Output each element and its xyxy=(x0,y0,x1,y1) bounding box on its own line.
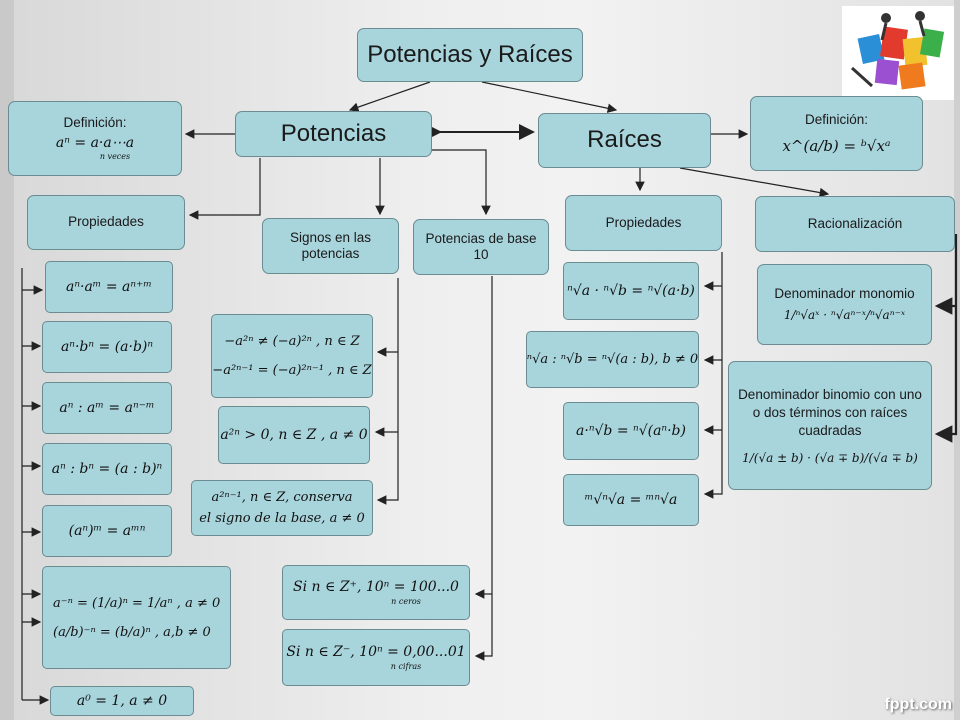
signos-formula-3b: el signo de la base, a ≠ 0 xyxy=(199,511,365,526)
potencias-label: Potencias xyxy=(280,119,387,147)
potencias-definition-formula: aⁿ = a·a⋯a xyxy=(55,135,135,152)
potencias-prop-1-text: aⁿ·aᵐ = aⁿ⁺ᵐ xyxy=(65,279,153,295)
potencias-definition-under: n veces xyxy=(99,152,131,162)
signos-formula-1a: −a²ⁿ ≠ (−a)²ⁿ , n ∈ Z xyxy=(224,334,360,349)
potencias-prop-1: aⁿ·aᵐ = aⁿ⁺ᵐ xyxy=(45,261,173,313)
raices-definition-formula: x^(a/b) = ᵇ√xᵃ xyxy=(782,136,891,155)
monomio-label: Denominador monomio xyxy=(774,286,915,302)
raices-definition-box: Definición: x^(a/b) = ᵇ√xᵃ xyxy=(750,96,923,171)
potencias-prop-6: a⁻ⁿ = (1/a)ⁿ = 1/aⁿ , a ≠ 0 (a/b)⁻ⁿ = (b… xyxy=(42,566,231,669)
left-edge-band xyxy=(0,0,14,720)
base10-label: Potencias de base 10 xyxy=(425,230,537,262)
main-title-text: Potencias y Raíces xyxy=(367,40,573,68)
binomio-formula: 1/(√a ± b) · (√a ∓ b)/(√a ∓ b) xyxy=(742,450,918,465)
signos-formula-1b: −a²ⁿ⁻¹ = (−a)²ⁿ⁻¹ , n ∈ Z xyxy=(212,363,372,378)
main-title: Potencias y Raíces xyxy=(357,28,583,82)
raices-prop-4: ᵐ√ⁿ√a = ᵐⁿ√a xyxy=(563,474,699,526)
base10-box: Potencias de base 10 xyxy=(413,219,549,275)
raices-definition-label: Definición: xyxy=(804,112,869,128)
potencias-prop-4: aⁿ : bⁿ = (a : b)ⁿ xyxy=(42,443,172,495)
base10-formula-2-text: Si n ∈ Z⁻, 10ⁿ = 0,00...01 xyxy=(286,644,466,660)
raices-prop-3: a·ⁿ√b = ⁿ√(aⁿ·b) xyxy=(563,402,699,460)
right-edge-band xyxy=(954,0,960,720)
raices-prop-3-text: a·ⁿ√b = ⁿ√(aⁿ·b) xyxy=(576,423,686,439)
base10-formula-1-under: n ceros xyxy=(391,597,421,606)
base10-formula-2-under: n cifras xyxy=(390,662,422,671)
potencias-prop-8: a⁰ = 1, a ≠ 0 xyxy=(50,686,194,716)
signos-label: Signos en las potencias xyxy=(289,229,372,261)
signos-formula-1: −a²ⁿ ≠ (−a)²ⁿ , n ∈ Z −a²ⁿ⁻¹ = (−a)²ⁿ⁻¹ … xyxy=(211,314,373,398)
brand-watermark: fppt.com xyxy=(884,696,952,713)
signos-formula-2-text: a²ⁿ > 0, n ∈ Z , a ≠ 0 xyxy=(220,427,368,443)
base10-formula-1-text: Si n ∈ Z⁺, 10ⁿ = 100...0 xyxy=(293,579,459,595)
signos-formula-3: a²ⁿ⁻¹, n ∈ Z, conserva el signo de la ba… xyxy=(191,480,373,536)
binomio-box: Denominador binomio con uno o dos términ… xyxy=(728,361,932,490)
signos-box: Signos en las potencias xyxy=(262,218,399,274)
raices-prop-2: ⁿ√a : ⁿ√b = ⁿ√(a : b), b ≠ 0 xyxy=(526,331,699,388)
racionalizacion-label: Racionalización xyxy=(807,215,903,231)
raices-prop-2-text: ⁿ√a : ⁿ√b = ⁿ√(a : b), b ≠ 0 xyxy=(526,352,699,367)
potencias-prop-2: aⁿ·bⁿ = (a·b)ⁿ xyxy=(42,321,172,373)
potencias-prop-3-text: aⁿ : aᵐ = aⁿ⁻ᵐ xyxy=(59,400,155,416)
base10-formula-1: Si n ∈ Z⁺, 10ⁿ = 100...0 n ceros xyxy=(282,565,470,620)
monomio-box: Denominador monomio 1/ⁿ√aˣ · ⁿ√aⁿ⁻ˣ/ⁿ√aⁿ… xyxy=(757,264,932,345)
potencias-prop-3: aⁿ : aᵐ = aⁿ⁻ᵐ xyxy=(42,382,172,434)
potencias-prop-4-text: aⁿ : bⁿ = (a : b)ⁿ xyxy=(51,461,163,477)
potencias-propiedades-box: Propiedades xyxy=(27,195,185,250)
base10-formula-2: Si n ∈ Z⁻, 10ⁿ = 0,00...01 n cifras xyxy=(282,629,470,686)
signos-formula-3a: a²ⁿ⁻¹, n ∈ Z, conserva xyxy=(211,490,353,505)
raices-node: Raíces xyxy=(538,113,711,168)
raices-prop-1-text: ⁿ√a · ⁿ√b = ⁿ√(a·b) xyxy=(567,283,695,299)
potencias-definition-box: Definición: aⁿ = a·a⋯a n veces xyxy=(8,101,182,176)
potencias-prop-6-text: a⁻ⁿ = (1/a)ⁿ = 1/aⁿ , a ≠ 0 xyxy=(53,595,221,611)
potencias-definition-label: Definición: xyxy=(63,115,127,131)
raices-prop-4-text: ᵐ√ⁿ√a = ᵐⁿ√a xyxy=(584,492,678,508)
binomio-label: Denominador binomio con uno o dos términ… xyxy=(738,386,922,439)
potencias-propiedades-label: Propiedades xyxy=(68,214,144,230)
signos-formula-2: a²ⁿ > 0, n ∈ Z , a ≠ 0 xyxy=(218,406,370,464)
potencias-node: Potencias xyxy=(235,111,432,157)
math-clipart-logo xyxy=(842,6,954,100)
raices-label: Raíces xyxy=(587,126,662,154)
raices-propiedades-box: Propiedades xyxy=(565,195,722,251)
racionalizacion-box: Racionalización xyxy=(755,196,955,252)
monomio-formula: 1/ⁿ√aˣ · ⁿ√aⁿ⁻ˣ/ⁿ√aⁿ⁻ˣ xyxy=(783,308,906,323)
potencias-prop-5-text: (aⁿ)ᵐ = aᵐⁿ xyxy=(68,523,146,539)
potencias-prop-2-text: aⁿ·bⁿ = (a·b)ⁿ xyxy=(60,339,154,355)
raices-propiedades-label: Propiedades xyxy=(605,214,682,230)
potencias-prop-7-text: (a/b)⁻ⁿ = (b/a)ⁿ , a,b ≠ 0 xyxy=(53,624,211,640)
raices-prop-1: ⁿ√a · ⁿ√b = ⁿ√(a·b) xyxy=(563,262,699,320)
potencias-prop-8-text: a⁰ = 1, a ≠ 0 xyxy=(76,693,168,709)
potencias-prop-5: (aⁿ)ᵐ = aᵐⁿ xyxy=(42,505,172,557)
